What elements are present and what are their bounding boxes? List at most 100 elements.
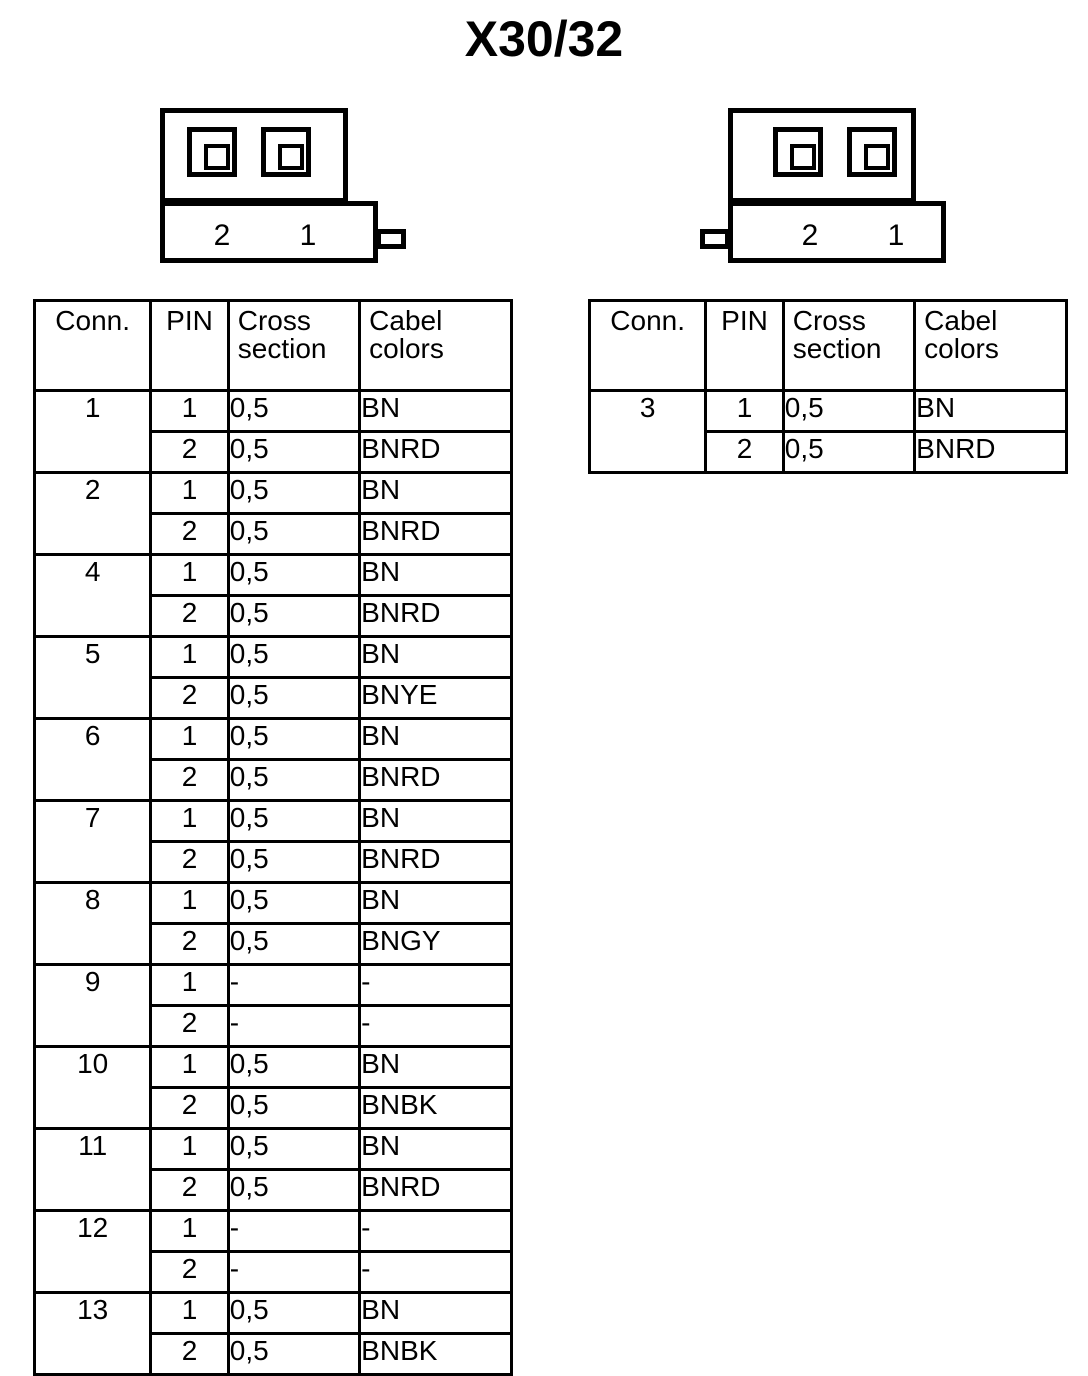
cell-conn: 6 [32,717,153,802]
cell-cabel-color: BNYE [358,676,513,720]
cell-cross-section: 0,5 [226,717,362,761]
cell-pin: 1 [149,1045,230,1089]
cell-cabel-color: BN [913,389,1068,433]
cell-cabel-color: BNRD [358,594,513,638]
cell-pin: 2 [149,676,230,720]
cell-pin: 2 [149,1004,230,1048]
cell-cross-section: - [226,1209,362,1253]
cell-pin: 2 [149,594,230,638]
cell-cross-section: 0,5 [226,799,362,843]
cell-cabel-color: BNRD [358,512,513,556]
cell-cabel-color: BN [358,1127,513,1171]
connector-right-pin-label-2: 2 [801,219,819,252]
connector-right-upper-housing [728,108,916,203]
cell-pin: 1 [149,881,230,925]
cell-conn: 7 [32,799,153,884]
cell-pin: 2 [149,1168,230,1212]
cell-cross-section: 0,5 [226,758,362,802]
connector-left-contact-square-1 [261,127,311,177]
cell-pin: 1 [149,471,230,515]
connector-right-locking-tab [700,229,730,249]
connector-left-contact-inner-1 [278,144,304,170]
cell-cabel-color: BNBK [358,1086,513,1130]
connector-left-contact-square-2 [187,127,237,177]
cell-pin: 2 [149,1332,230,1376]
cell-conn: 13 [32,1291,153,1376]
cell-cross-section: 0,5 [226,553,362,597]
cell-conn: 10 [32,1045,153,1130]
column-header-pin: PIN [704,299,785,392]
table-row: 2-- [35,1004,513,1048]
cell-pin: 1 [149,963,230,1007]
cell-cabel-color: BNRD [358,758,513,802]
cell-cabel-color: BN [358,389,513,433]
cell-cross-section: 0,5 [226,430,362,474]
cell-cross-section: 0,5 [781,389,917,433]
column-header-pin: PIN [149,299,230,392]
cell-cabel-color: BN [358,717,513,761]
cell-cross-section: 0,5 [226,635,362,679]
cell-cross-section: 0,5 [226,471,362,515]
cell-conn: 3 [587,389,708,474]
cell-pin: 2 [149,512,230,556]
cell-pin: 1 [149,635,230,679]
cell-conn: 1 [32,389,153,474]
cell-cross-section: 0,5 [226,389,362,433]
connector-right-pin-label-1: 1 [887,219,905,252]
cell-pin: 1 [149,717,230,761]
cell-cabel-color: - [358,1250,513,1294]
cell-conn: 11 [32,1127,153,1212]
connector-left-upper-housing [160,108,348,203]
cell-conn: 4 [32,553,153,638]
column-header-conn: Conn. [587,299,708,392]
cell-cabel-color: - [358,963,513,1007]
column-header-cabel-colors: Cabel colors [358,299,513,392]
cell-cabel-color: BNRD [358,840,513,884]
cell-cross-section: 0,5 [226,594,362,638]
cell-cabel-color: BN [358,635,513,679]
connector-left-lower-housing: 2 1 [160,201,378,263]
cell-cross-section: 0,5 [226,1045,362,1089]
cell-cross-section: 0,5 [226,1168,362,1212]
connector-left: 2 1 [160,108,420,268]
cell-cross-section: - [226,963,362,1007]
column-header-cross-section-line1: Cross [237,305,311,336]
column-header-cabel-colors: Cabel colors [913,299,1068,392]
table-header-row: Conn. PIN Cross section Cabel colors [32,299,513,392]
table-row: 2-- [35,1250,513,1294]
cell-cabel-color: BN [358,881,513,925]
cell-cross-section: 0,5 [226,881,362,925]
wire-table-left-header: Conn. PIN Cross section Cabel colors [32,299,513,392]
column-header-cabel-colors-line1: Cabel [369,305,443,336]
column-header-conn: Conn. [32,299,153,392]
column-header-cross-section-line2: section [792,333,882,364]
cell-pin: 1 [149,799,230,843]
cell-cabel-color: BNRD [358,430,513,474]
cell-pin: 1 [704,389,785,433]
cell-cross-section: 0,5 [226,512,362,556]
connector-right: 2 1 [700,108,960,268]
cell-cabel-color: BN [358,1045,513,1089]
column-header-cabel-colors-line2: colors [924,333,999,364]
cell-cross-section: - [226,1004,362,1048]
cell-conn: 5 [32,635,153,720]
cell-cross-section: 0,5 [226,1332,362,1376]
